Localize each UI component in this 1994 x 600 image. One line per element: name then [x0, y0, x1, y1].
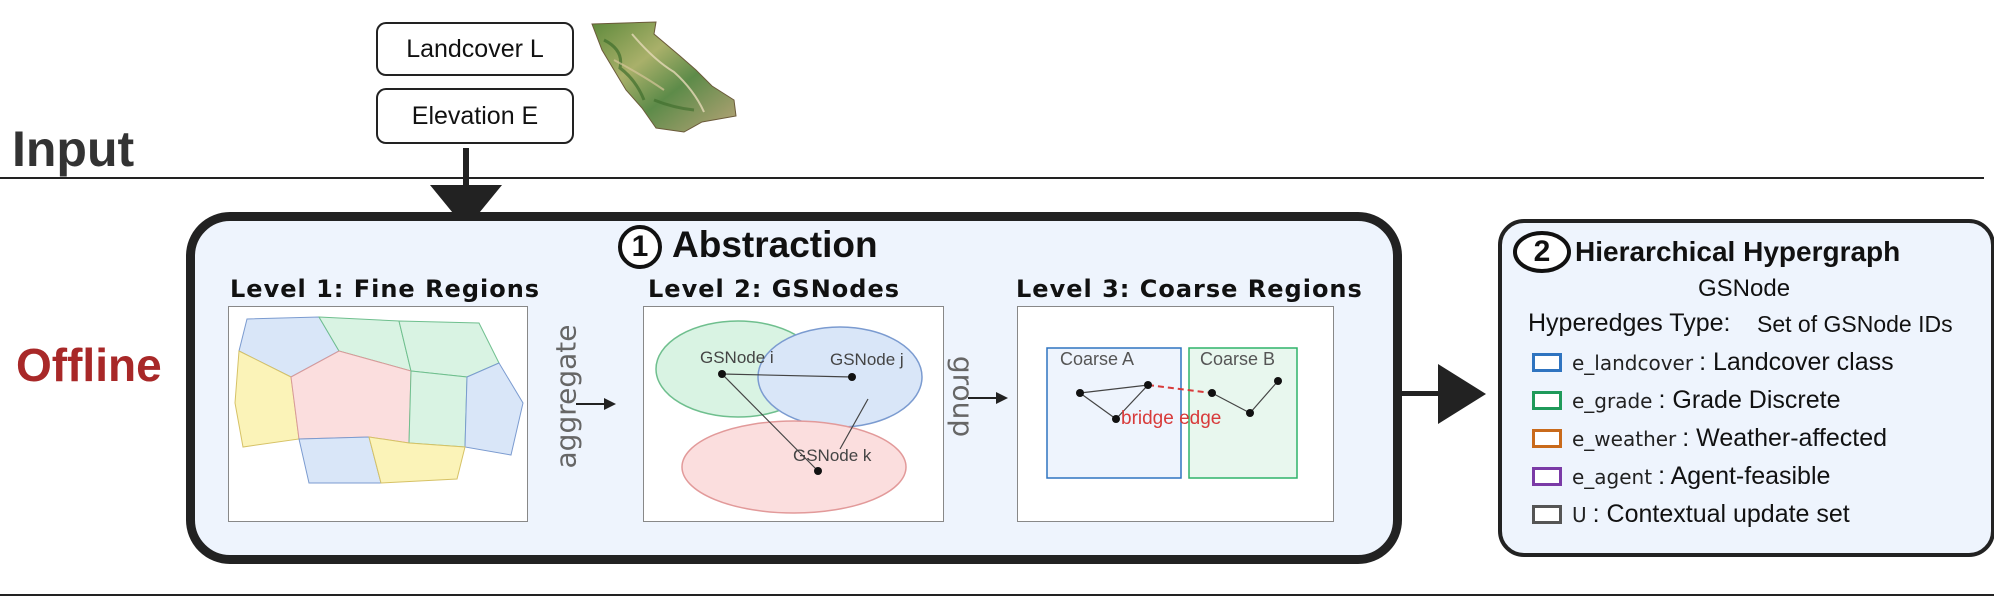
hypergraph-panel — [1498, 219, 1994, 557]
legend-row-agent: e_agent : Agent-feasible — [1532, 462, 1830, 491]
edge-a1 — [1079, 392, 1117, 420]
legend-desc: : Landcover class — [1699, 348, 1894, 376]
to-hypergraph-arrow-shaft — [1398, 391, 1454, 396]
gsnode-i-point — [718, 370, 726, 378]
landcover-input-label: Landcover L — [406, 34, 544, 63]
aggregate-arrow — [576, 398, 616, 410]
legend-row-landcover: e_landcover : Landcover class — [1532, 348, 1894, 377]
terrain-relief-map-image — [591, 21, 737, 133]
hypergraph-number: 2 — [1533, 235, 1551, 268]
landcover-swatch — [1532, 353, 1562, 372]
legend-row-grade: e_grade : Grade Discrete — [1532, 386, 1841, 415]
coarse-node — [1208, 389, 1216, 397]
elevation-input-box: Elevation E — [376, 88, 574, 144]
input-down-arrow-shaft — [463, 148, 469, 198]
coarse-a-label: Coarse A — [1060, 349, 1135, 369]
coarse-node — [1144, 381, 1152, 389]
input-section-label: Input — [12, 121, 135, 177]
fine-region — [368, 436, 466, 484]
legend-key: e_weather — [1572, 426, 1677, 451]
update-set-swatch — [1532, 505, 1562, 524]
hypergraph-subtitle: GSNode — [1698, 275, 1791, 302]
hypergraph-title: Hierarchical Hypergraph — [1575, 236, 1901, 267]
level2-title: Level 2: GSNodes — [648, 275, 901, 303]
bottom-separator-line — [0, 594, 1994, 596]
coarse-a-region — [1046, 347, 1182, 479]
gsnode-j-label: GSNode j — [830, 350, 904, 369]
hyperedges-type-value: Set of GSNode IDs — [1757, 311, 1953, 337]
coarse-b-region — [1188, 347, 1298, 479]
edge-a2 — [1115, 384, 1149, 420]
edge-b2 — [1249, 380, 1279, 414]
legend-desc: : Agent-feasible — [1658, 462, 1831, 490]
legend-row-update-set: U : Contextual update set — [1532, 500, 1850, 529]
grade-swatch — [1532, 391, 1562, 410]
bridge-edge-line — [1147, 384, 1213, 394]
input-separator-line — [0, 177, 1984, 179]
legend-desc: : Grade Discrete — [1658, 386, 1841, 414]
fine-region — [298, 436, 382, 484]
coarse-b-label: Coarse B — [1200, 349, 1276, 369]
legend-key: e_landcover — [1572, 350, 1694, 375]
legend-key: U — [1572, 502, 1587, 527]
coarse-node — [1246, 409, 1254, 417]
abstraction-number: 1 — [631, 230, 649, 263]
coarse-node — [1112, 415, 1120, 423]
level3-coarse-regions-box — [1017, 306, 1334, 522]
legend-desc: : Weather-affected — [1682, 424, 1888, 452]
edge-i-j — [721, 373, 853, 378]
abstraction-title: Abstraction — [672, 224, 878, 265]
hyperedges-type-label: Hyperedges Type: — [1528, 309, 1731, 337]
fine-regions-map — [234, 316, 524, 484]
level3-title: Level 3: Coarse Regions — [1016, 275, 1363, 303]
abstraction-number-badge — [618, 225, 662, 269]
agent-swatch — [1532, 467, 1562, 486]
edge-j-k — [839, 398, 869, 450]
gsnodes-diagram — [655, 320, 923, 514]
fine-region — [464, 362, 524, 456]
fine-region — [234, 350, 300, 448]
elevation-input-label: Elevation E — [411, 101, 539, 130]
fine-region — [408, 370, 468, 448]
legend-key: e_grade — [1572, 388, 1653, 413]
gsnode-k-point — [814, 467, 822, 475]
gsnode-k-label: GSNode k — [793, 446, 872, 465]
fine-region — [398, 320, 500, 378]
edge-a3 — [1079, 384, 1149, 394]
legend-desc: : Contextual update set — [1592, 500, 1850, 528]
landcover-input-box: Landcover L — [376, 22, 574, 76]
coarse-node — [1274, 377, 1282, 385]
coarse-regions-diagram — [1046, 347, 1298, 479]
group-arrow — [968, 392, 1008, 404]
gsnode-k-region — [681, 420, 907, 514]
level2-gsnodes-box — [643, 306, 944, 522]
gsnode-j-point — [848, 373, 856, 381]
to-hypergraph-arrow-head — [1438, 364, 1486, 424]
bridge-edge-label: bridge edge — [1121, 408, 1222, 429]
edge-i-k — [721, 373, 819, 472]
level1-title: Level 1: Fine Regions — [230, 275, 541, 303]
edge-b1 — [1211, 392, 1251, 414]
legend-key: e_agent — [1572, 464, 1653, 489]
level1-fine-regions-box — [228, 306, 528, 522]
hypergraph-number-badge — [1513, 231, 1571, 273]
gsnode-i-label: GSNode i — [700, 348, 774, 367]
weather-swatch — [1532, 429, 1562, 448]
offline-section-label: Offline — [16, 339, 162, 391]
legend-row-weather: e_weather : Weather-affected — [1532, 424, 1887, 453]
input-down-arrow-head — [430, 185, 502, 229]
coarse-node — [1076, 389, 1084, 397]
